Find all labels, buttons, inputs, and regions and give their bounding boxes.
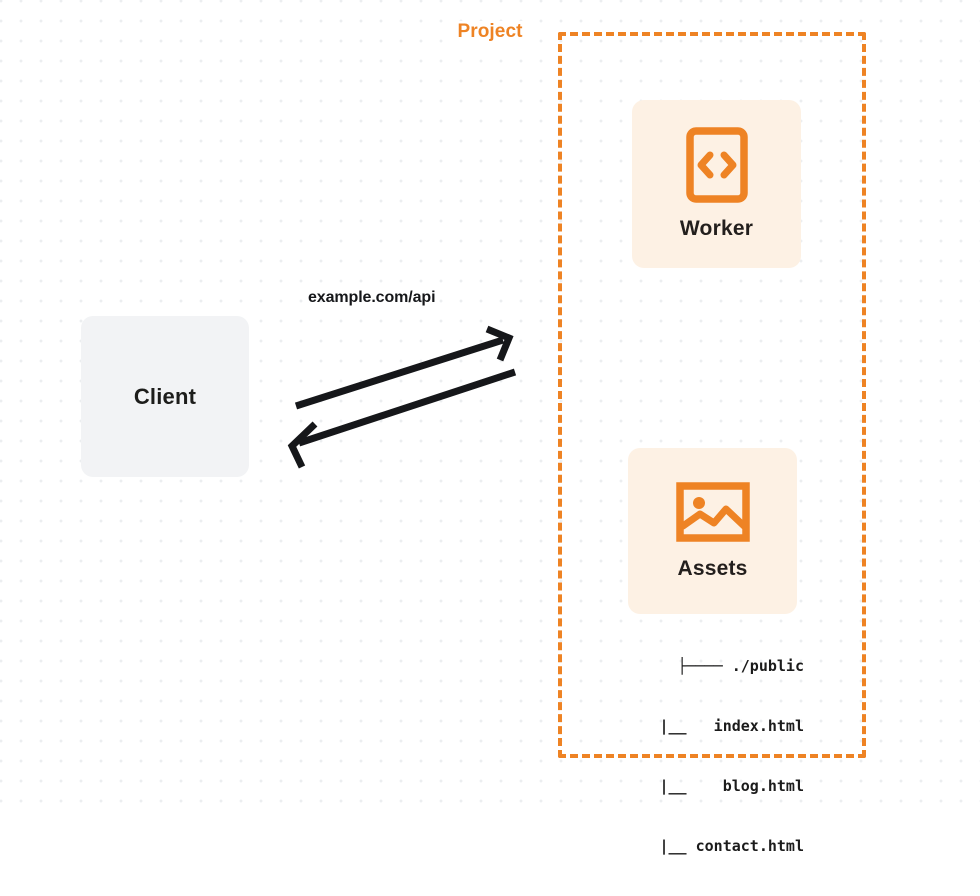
architecture-diagram: Client example.com/api Project Worker: [0, 0, 980, 855]
request-url-label: example.com/api: [308, 289, 436, 306]
file-tree-row: |__ contact.html: [614, 837, 804, 855]
client-label: Client: [133, 383, 197, 409]
request-arrow-line: [294, 336, 505, 410]
request-arrow-head: [485, 325, 514, 362]
project-title: Project: [450, 21, 530, 43]
assets-card: Assets: [628, 448, 797, 614]
client-node: Client: [81, 316, 249, 477]
response-arrow-line: [297, 368, 517, 447]
file-tree: ├──── ./public |__ index.html |__ blog.h…: [604, 616, 804, 896]
project-container: [558, 32, 866, 758]
worker-label: Worker: [679, 217, 754, 240]
worker-card: Worker: [632, 100, 801, 268]
assets-label: Assets: [677, 557, 748, 580]
file-tree-row: |__ blog.html: [614, 777, 804, 795]
image-icon: [675, 482, 750, 542]
file-tree-row: |__ index.html: [614, 717, 804, 735]
code-brackets-icon: [685, 127, 748, 203]
response-arrow-head: [287, 421, 318, 469]
file-tree-row: ├──── ./public: [677, 657, 804, 675]
